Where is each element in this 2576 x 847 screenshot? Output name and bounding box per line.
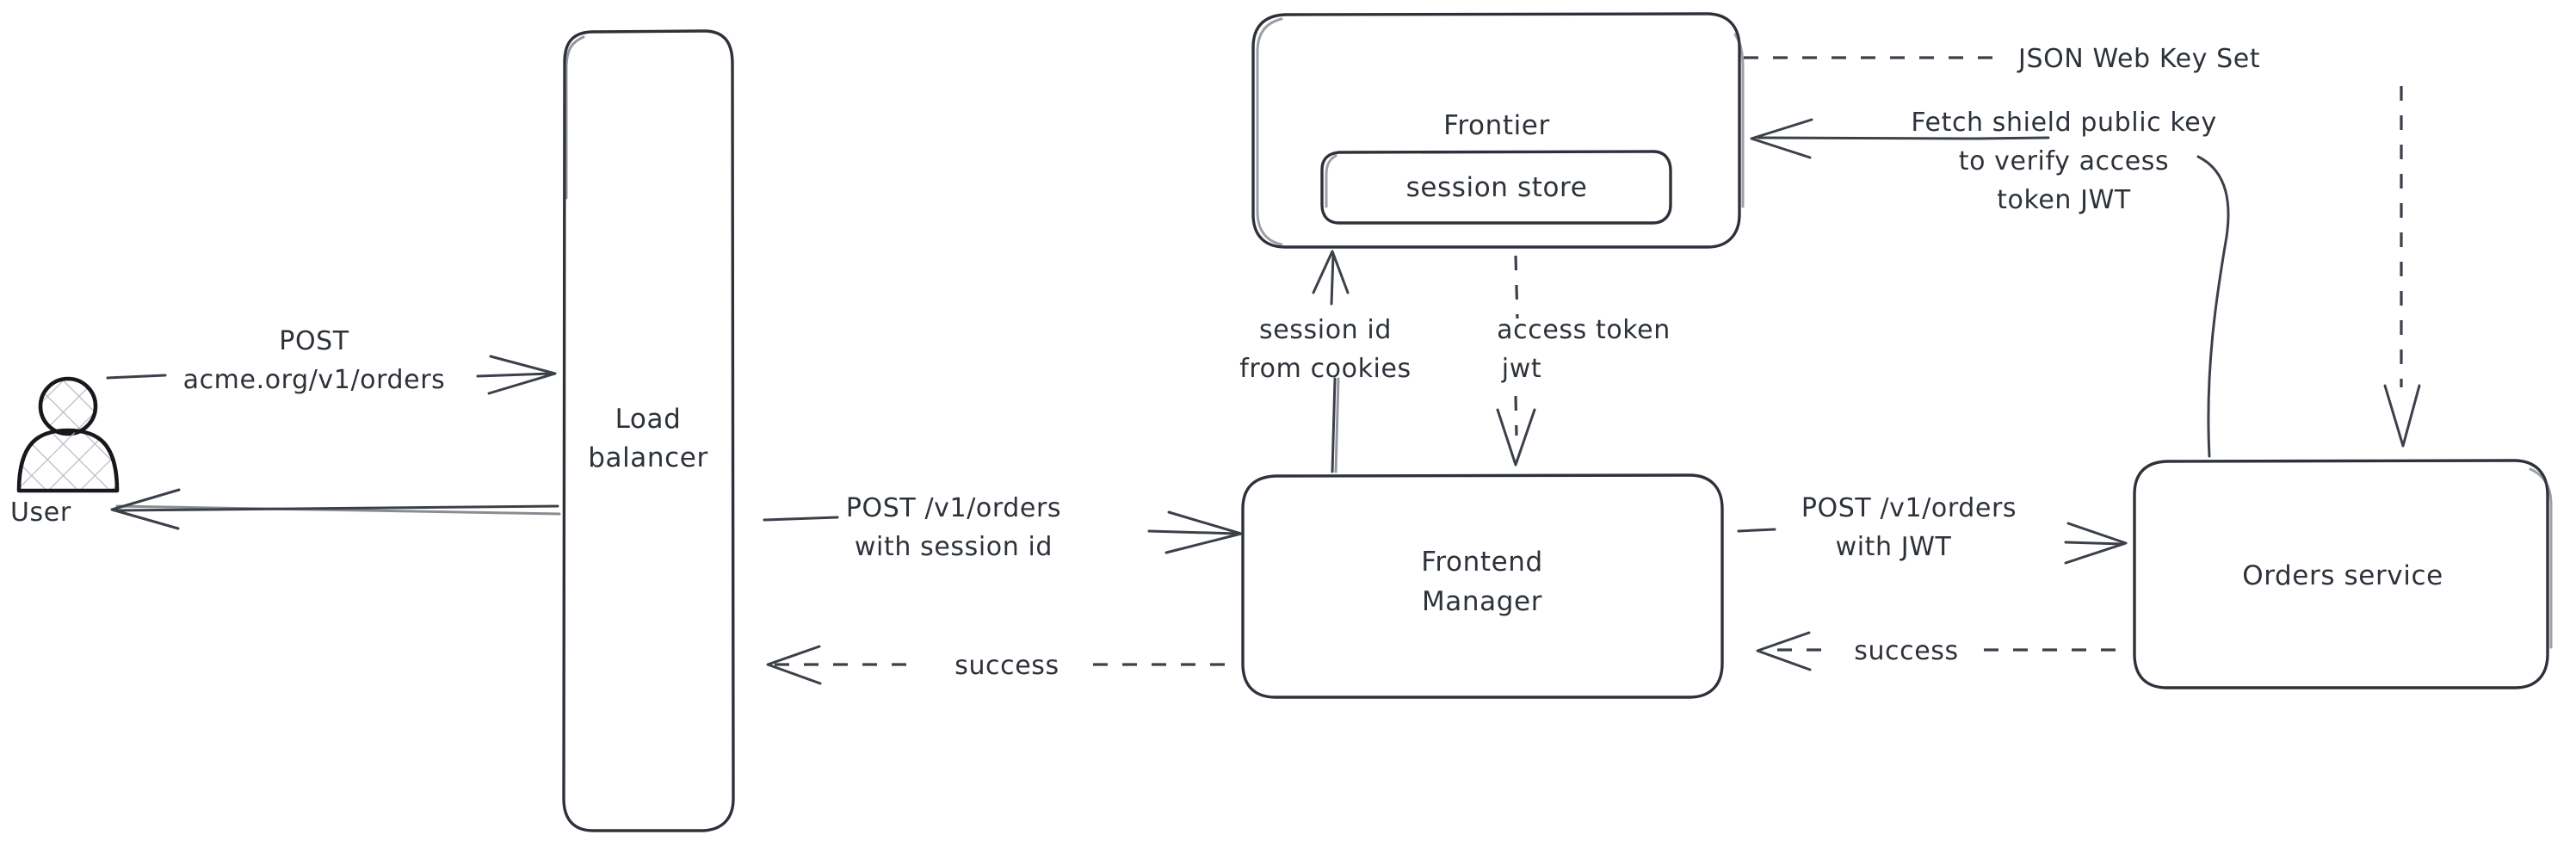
- edge-lb-to-user-arrowhead: [110, 488, 181, 530]
- edge-lb-to-fm-stub-left: [763, 516, 839, 522]
- actor-user: User: [10, 376, 120, 528]
- node-session-store[interactable]: session store: [1320, 150, 1672, 225]
- edge-load-balancer-to-frontend-manager: POST /v1/orders with session id: [763, 493, 1243, 562]
- edge-frontend-manager-to-frontier: session id from cookies: [1239, 250, 1412, 473]
- edge-lb-to-fm-label-line2: with session id: [855, 532, 1053, 562]
- edge-orders-service-to-frontier: Fetch shield public key to verify access…: [1750, 108, 2230, 458]
- edge-load-balancer-to-user: [110, 488, 561, 530]
- person-icon-head: [38, 376, 98, 436]
- edge-fm-to-orders-label-line2: with JWT: [1836, 532, 1952, 562]
- edge-frontier-to-fm-label-line2: jwt: [1501, 354, 1541, 384]
- edge-user-to-load-balancer: POST acme.org/v1/orders: [106, 326, 557, 395]
- edge-lb-to-fm-arrowhead: [1164, 510, 1243, 554]
- edge-frontend-manager-to-orders-service: POST /v1/orders with JWT: [1737, 493, 2128, 565]
- edge-orders-to-fm-arrowhead: [1756, 631, 1812, 671]
- edge-fm-to-frontier-upper: [1330, 253, 1335, 306]
- edge-fm-to-orders-stub-left: [1737, 528, 1776, 533]
- edge-orders-to-frontier-stub: [1976, 136, 2050, 140]
- edge-user-to-lb-stub-right: [476, 372, 553, 378]
- node-frontend-manager[interactable]: Frontend Manager: [1241, 473, 1724, 699]
- edge-fm-to-orders-arrowhead: [2064, 522, 2128, 565]
- edge-frontier-to-orders-label: JSON Web Key Set: [2017, 44, 2260, 74]
- edge-lb-to-user-line-double: [115, 504, 561, 516]
- edge-orders-to-frontier-tail: [1757, 136, 1983, 140]
- person-icon-body: [16, 428, 120, 493]
- actor-label-user: User: [10, 498, 71, 528]
- session-store-sketch-overstroke: [1325, 154, 1337, 208]
- edge-orders-to-frontier-arrowhead: [1750, 118, 1813, 159]
- edge-orders-to-frontier-label-line1: Fetch shield public key: [1911, 108, 2216, 138]
- edge-orders-to-frontier-curve: [2196, 155, 2230, 458]
- edge-user-to-lb-label-line2: acme.org/v1/orders: [183, 365, 446, 395]
- edge-orders-to-fm-label: success: [1854, 636, 1959, 666]
- edge-user-to-lb-label-line1: POST: [279, 326, 349, 356]
- load-balancer-shape: [562, 29, 735, 832]
- load-balancer-sketch-overstroke: [565, 35, 585, 200]
- edge-frontier-to-fm-lower: [1514, 395, 1518, 436]
- session-store-label: session store: [1406, 172, 1588, 203]
- edge-frontend-manager-to-load-balancer: success: [766, 645, 1239, 685]
- edge-frontier-to-frontend-manager: access token jwt: [1496, 255, 1671, 467]
- node-orders-service[interactable]: Orders service: [2133, 459, 2553, 689]
- frontier-sketch-overstroke-right: [1733, 33, 1745, 208]
- edge-fm-to-frontier-lower-double: [1334, 377, 1340, 473]
- load-balancer-label-line2: balancer: [588, 442, 708, 473]
- edge-fm-to-orders-stub-right: [2064, 541, 2124, 546]
- edge-fm-to-frontier-lower: [1331, 377, 1337, 473]
- edge-fm-to-lb-arrowhead: [766, 645, 822, 685]
- orders-service-shape: [2133, 459, 2549, 689]
- edge-frontier-to-fm-label-line1: access token: [1497, 315, 1671, 345]
- orders-service-sketch-overstroke: [2529, 467, 2553, 649]
- edge-fm-to-frontier-label-line2: from cookies: [1239, 354, 1412, 384]
- edge-fm-to-frontier-arrowhead: [1312, 250, 1350, 294]
- edge-frontier-to-orders-arrowhead: [2383, 384, 2421, 448]
- edge-fm-to-frontier-label-line1: session id: [1259, 315, 1392, 345]
- frontier-sketch-overstroke: [1256, 17, 1283, 246]
- frontend-manager-shape: [1241, 473, 1724, 699]
- edge-user-to-lb-stub-left: [106, 374, 167, 380]
- edge-orders-to-frontier-label-line2: to verify access: [1959, 146, 2170, 176]
- frontend-manager-label-line1: Frontend: [1421, 547, 1543, 578]
- edge-user-to-lb-arrowhead: [487, 355, 557, 395]
- frontier-label: Frontier: [1443, 110, 1550, 141]
- edge-lb-to-fm-stub-right: [1147, 529, 1239, 535]
- edge-lb-to-user-line: [113, 504, 559, 512]
- load-balancer-label-line1: Load: [615, 404, 682, 435]
- session-store-shape: [1320, 150, 1672, 225]
- edge-fm-to-orders-label-line1: POST /v1/orders: [1801, 493, 2017, 523]
- edge-frontier-to-fm-upper: [1514, 255, 1519, 319]
- edge-lb-to-fm-label-line1: POST /v1/orders: [846, 493, 1061, 523]
- edge-frontier-to-orders-service: JSON Web Key Set: [1744, 44, 2421, 448]
- edge-orders-to-frontier-label-line3: token JWT: [1997, 185, 2131, 215]
- edge-frontier-to-fm-arrowhead: [1496, 408, 1536, 467]
- edge-fm-to-lb-label: success: [954, 651, 1059, 681]
- frontend-manager-label-line2: Manager: [1422, 586, 1542, 617]
- orders-service-label: Orders service: [2242, 560, 2443, 591]
- node-load-balancer[interactable]: Load balancer: [562, 29, 735, 832]
- node-frontier[interactable]: Frontier session store: [1251, 12, 1745, 249]
- edge-orders-service-to-frontend-manager: success: [1756, 631, 2126, 671]
